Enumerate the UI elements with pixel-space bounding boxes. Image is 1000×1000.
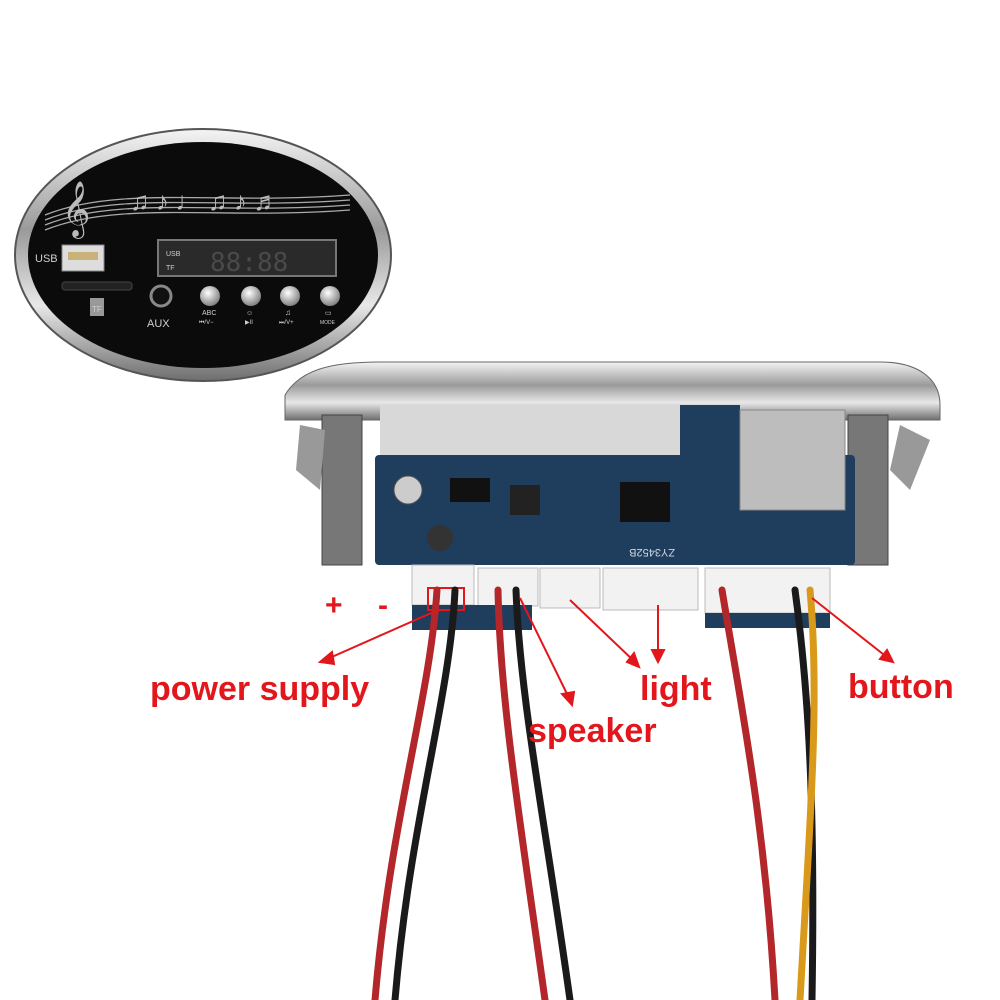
svg-text:ABC: ABC	[202, 310, 216, 317]
speaker-label: speaker	[528, 712, 657, 750]
control-button-4[interactable]: ▭ MODE	[320, 286, 340, 326]
svg-text:AUX: AUX	[147, 318, 170, 330]
aux-jack[interactable]	[149, 284, 173, 308]
light-connector-2	[602, 567, 699, 611]
control-button-2[interactable]: ☺ ▶II	[241, 286, 261, 326]
display-digits: 88:88	[210, 248, 288, 278]
svg-text:USB: USB	[166, 251, 181, 258]
light-label: light	[640, 670, 712, 708]
svg-text:☺: ☺	[246, 310, 253, 317]
wires	[371, 586, 818, 1000]
music-notes-decoration: 𝄞 ♫ ♪ ♩ ♫ ♪ ♬	[44, 182, 351, 239]
tf-icon	[90, 298, 104, 316]
svg-text:MODE: MODE	[320, 320, 336, 326]
svg-text:TF: TF	[166, 265, 175, 272]
usb-port-rear	[739, 409, 846, 511]
front-panel: 𝄞 ♫ ♪ ♩ ♫ ♪ ♬ USB TF USB TF 88:88 AUX AB…	[14, 128, 392, 382]
svg-text:TF: TF	[92, 305, 102, 314]
control-button-3[interactable]: ♫ ⏭/V+	[279, 286, 300, 326]
module-board: ZY3452B	[284, 361, 941, 630]
board-model-text: ZY3452B	[629, 546, 675, 558]
svg-text:▭: ▭	[325, 310, 332, 317]
minus-label: -	[378, 589, 388, 622]
svg-text:♫ ♪ ♩ ♫ ♪ ♬: ♫ ♪ ♩ ♫ ♪ ♬	[130, 187, 280, 216]
power-supply-label: power supply	[150, 670, 369, 708]
lcd-display	[157, 239, 337, 277]
svg-text:♫: ♫	[285, 308, 291, 317]
control-button-1[interactable]: ABC ⏮/V−	[199, 286, 220, 326]
plus-label: +	[325, 589, 343, 622]
annotations: + - power supply speaker light button	[150, 589, 954, 750]
speaker-connector	[477, 567, 539, 607]
svg-text:⏭/V+: ⏭/V+	[279, 320, 294, 326]
svg-text:⏮/V−: ⏮/V−	[199, 320, 214, 326]
svg-text:𝄞: 𝄞	[62, 182, 90, 239]
svg-text:▶II: ▶II	[245, 320, 253, 326]
light-connector-1	[539, 567, 601, 609]
tf-card-slot[interactable]	[61, 281, 133, 291]
button-label: button	[848, 668, 954, 706]
usb-label: USB	[35, 253, 58, 265]
